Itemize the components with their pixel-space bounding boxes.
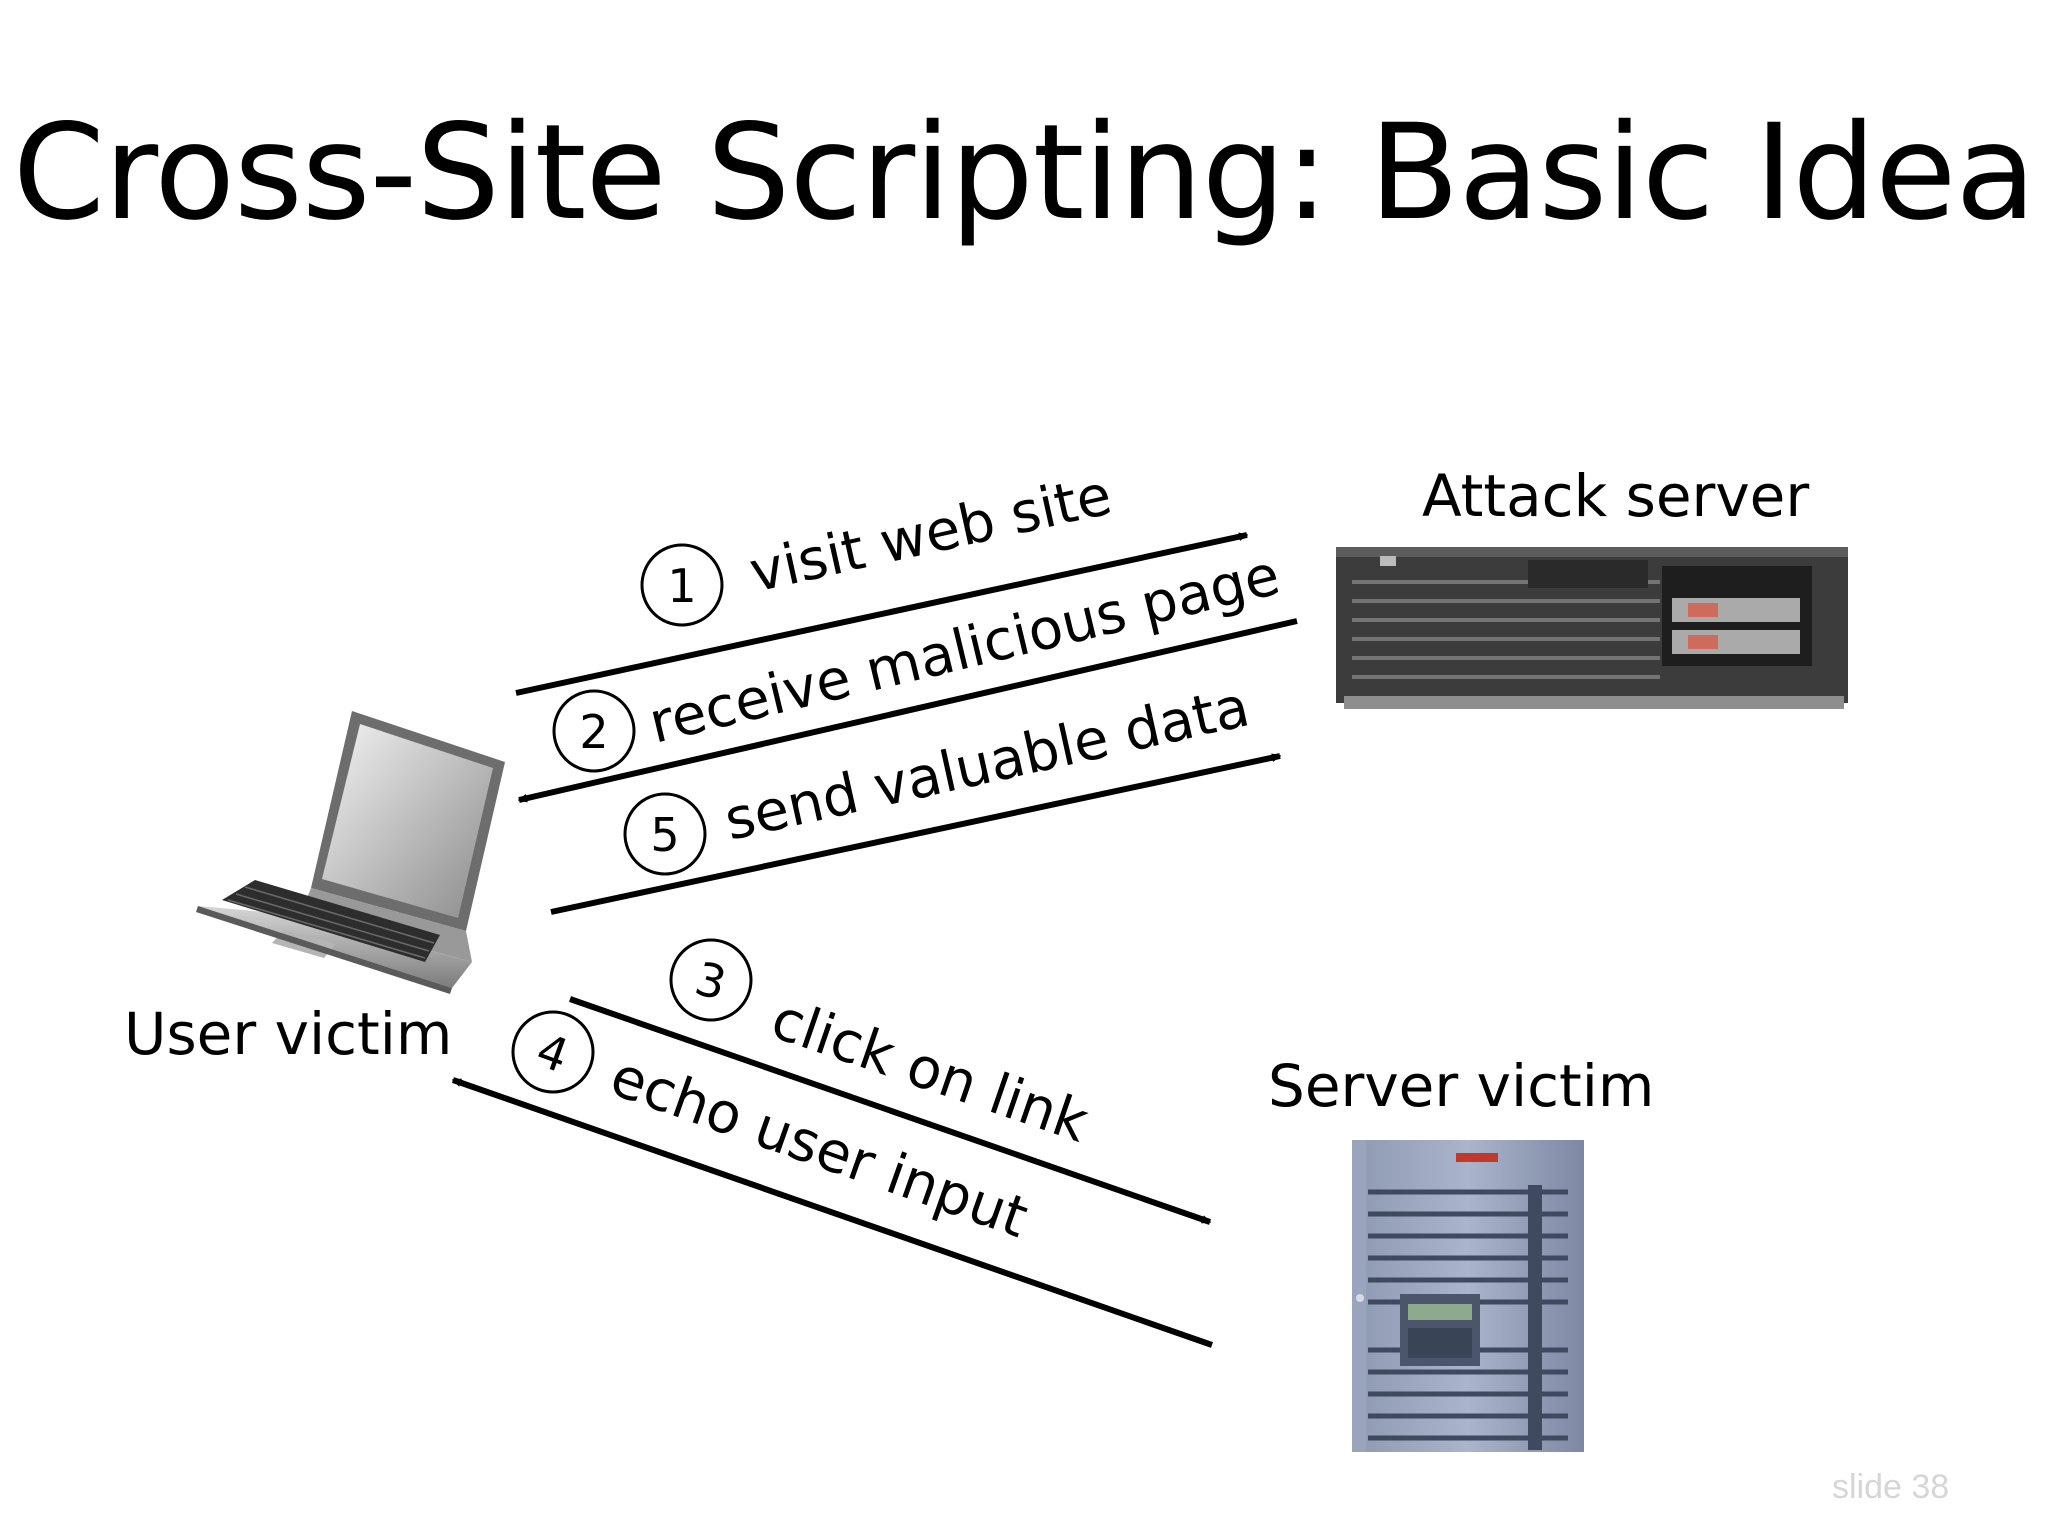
- slide-number: slide 38: [1832, 1468, 1950, 1506]
- arrow-step-4: [453, 1077, 1213, 1348]
- arrow-step-2: [519, 618, 1298, 803]
- step-2-marker: 2: [552, 689, 636, 773]
- step-1-number: 1: [667, 559, 696, 613]
- slide-title: Cross-Site Scripting: Basic Idea: [12, 96, 2037, 250]
- rack-server-icon: [1336, 547, 1848, 709]
- user-victim-label: User victim: [124, 1000, 453, 1068]
- step-1-label: visit web site: [744, 463, 1117, 606]
- arrow-step-1: [515, 532, 1247, 696]
- server-victim-label: Server victim: [1268, 1052, 1655, 1120]
- step-1-marker: 1: [640, 543, 724, 627]
- step-5-number: 5: [650, 808, 679, 862]
- arrow-step-5: [550, 753, 1280, 915]
- step-5-marker: 5: [623, 792, 707, 876]
- step-3-marker: 3: [669, 938, 753, 1022]
- step-2-number: 2: [579, 705, 608, 759]
- tower-server-icon: [1352, 1140, 1584, 1452]
- step-4-marker: 4: [511, 1010, 595, 1094]
- arrow-step-3: [569, 996, 1210, 1225]
- laptop-icon: [196, 711, 505, 994]
- attack-server-label: Attack server: [1422, 462, 1810, 530]
